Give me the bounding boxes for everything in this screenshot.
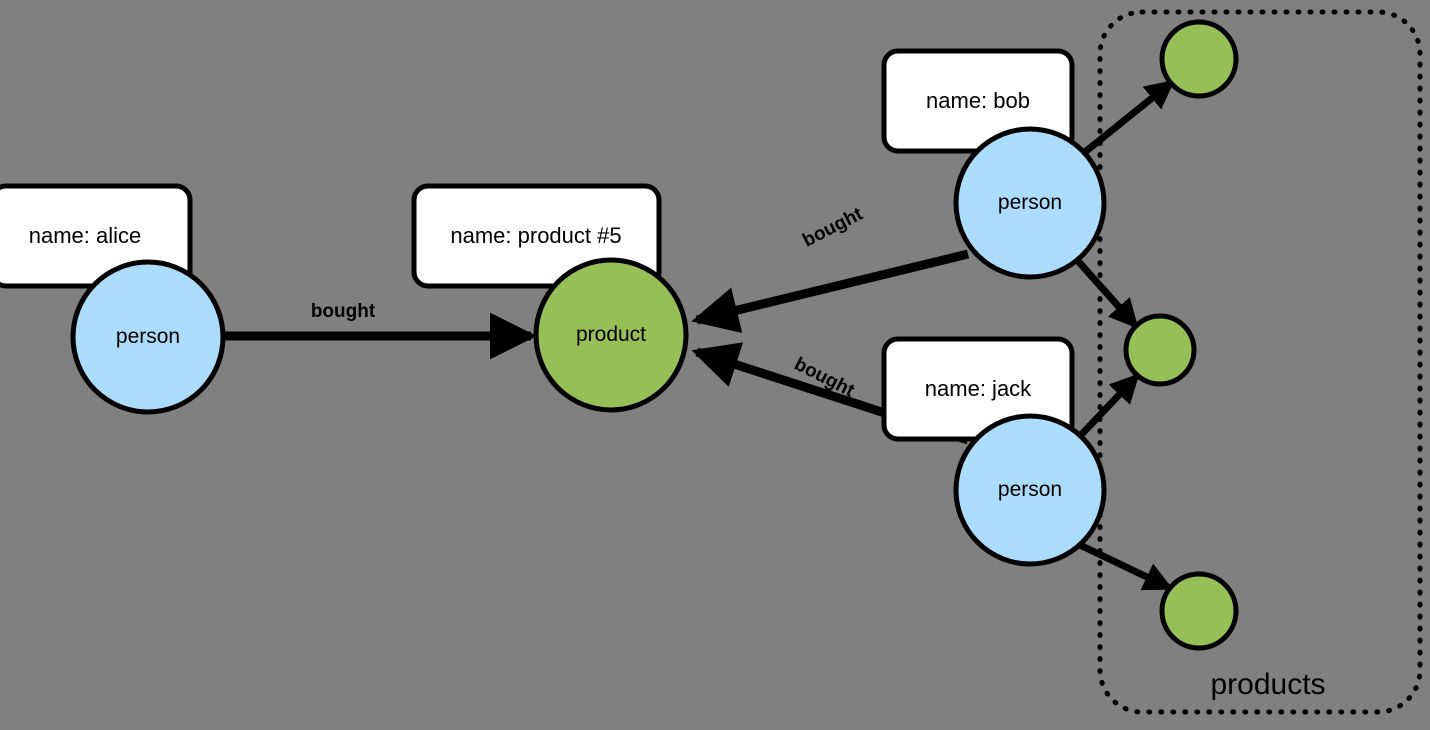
edge-label-alice-bought: bought <box>310 301 376 322</box>
node-alice[interactable] <box>70 259 226 415</box>
property-text-alice: name: alice <box>28 223 142 248</box>
products-group-label: products <box>1210 668 1326 701</box>
node-product-bottom[interactable] <box>1159 571 1239 651</box>
edge-jack-to-prod-mid <box>1077 373 1140 439</box>
node-product-top[interactable] <box>1159 19 1239 99</box>
edge-jack-to-prod-bot <box>1078 541 1174 592</box>
property-text-jack: name: jack <box>924 376 1032 401</box>
node-product5[interactable] <box>533 257 689 413</box>
edge-bob-to-prod-top <box>1082 79 1175 155</box>
edge-bob-to-prod-mid <box>1075 258 1139 329</box>
property-text-product5: name: product #5 <box>450 223 622 248</box>
property-text-bob: name: bob <box>926 88 1030 113</box>
node-bob[interactable] <box>953 126 1107 280</box>
node-jack[interactable] <box>953 413 1107 567</box>
products-group-boundary <box>1097 9 1423 715</box>
node-product-middle[interactable] <box>1123 313 1197 387</box>
edge-bob-bought-product <box>691 249 970 334</box>
